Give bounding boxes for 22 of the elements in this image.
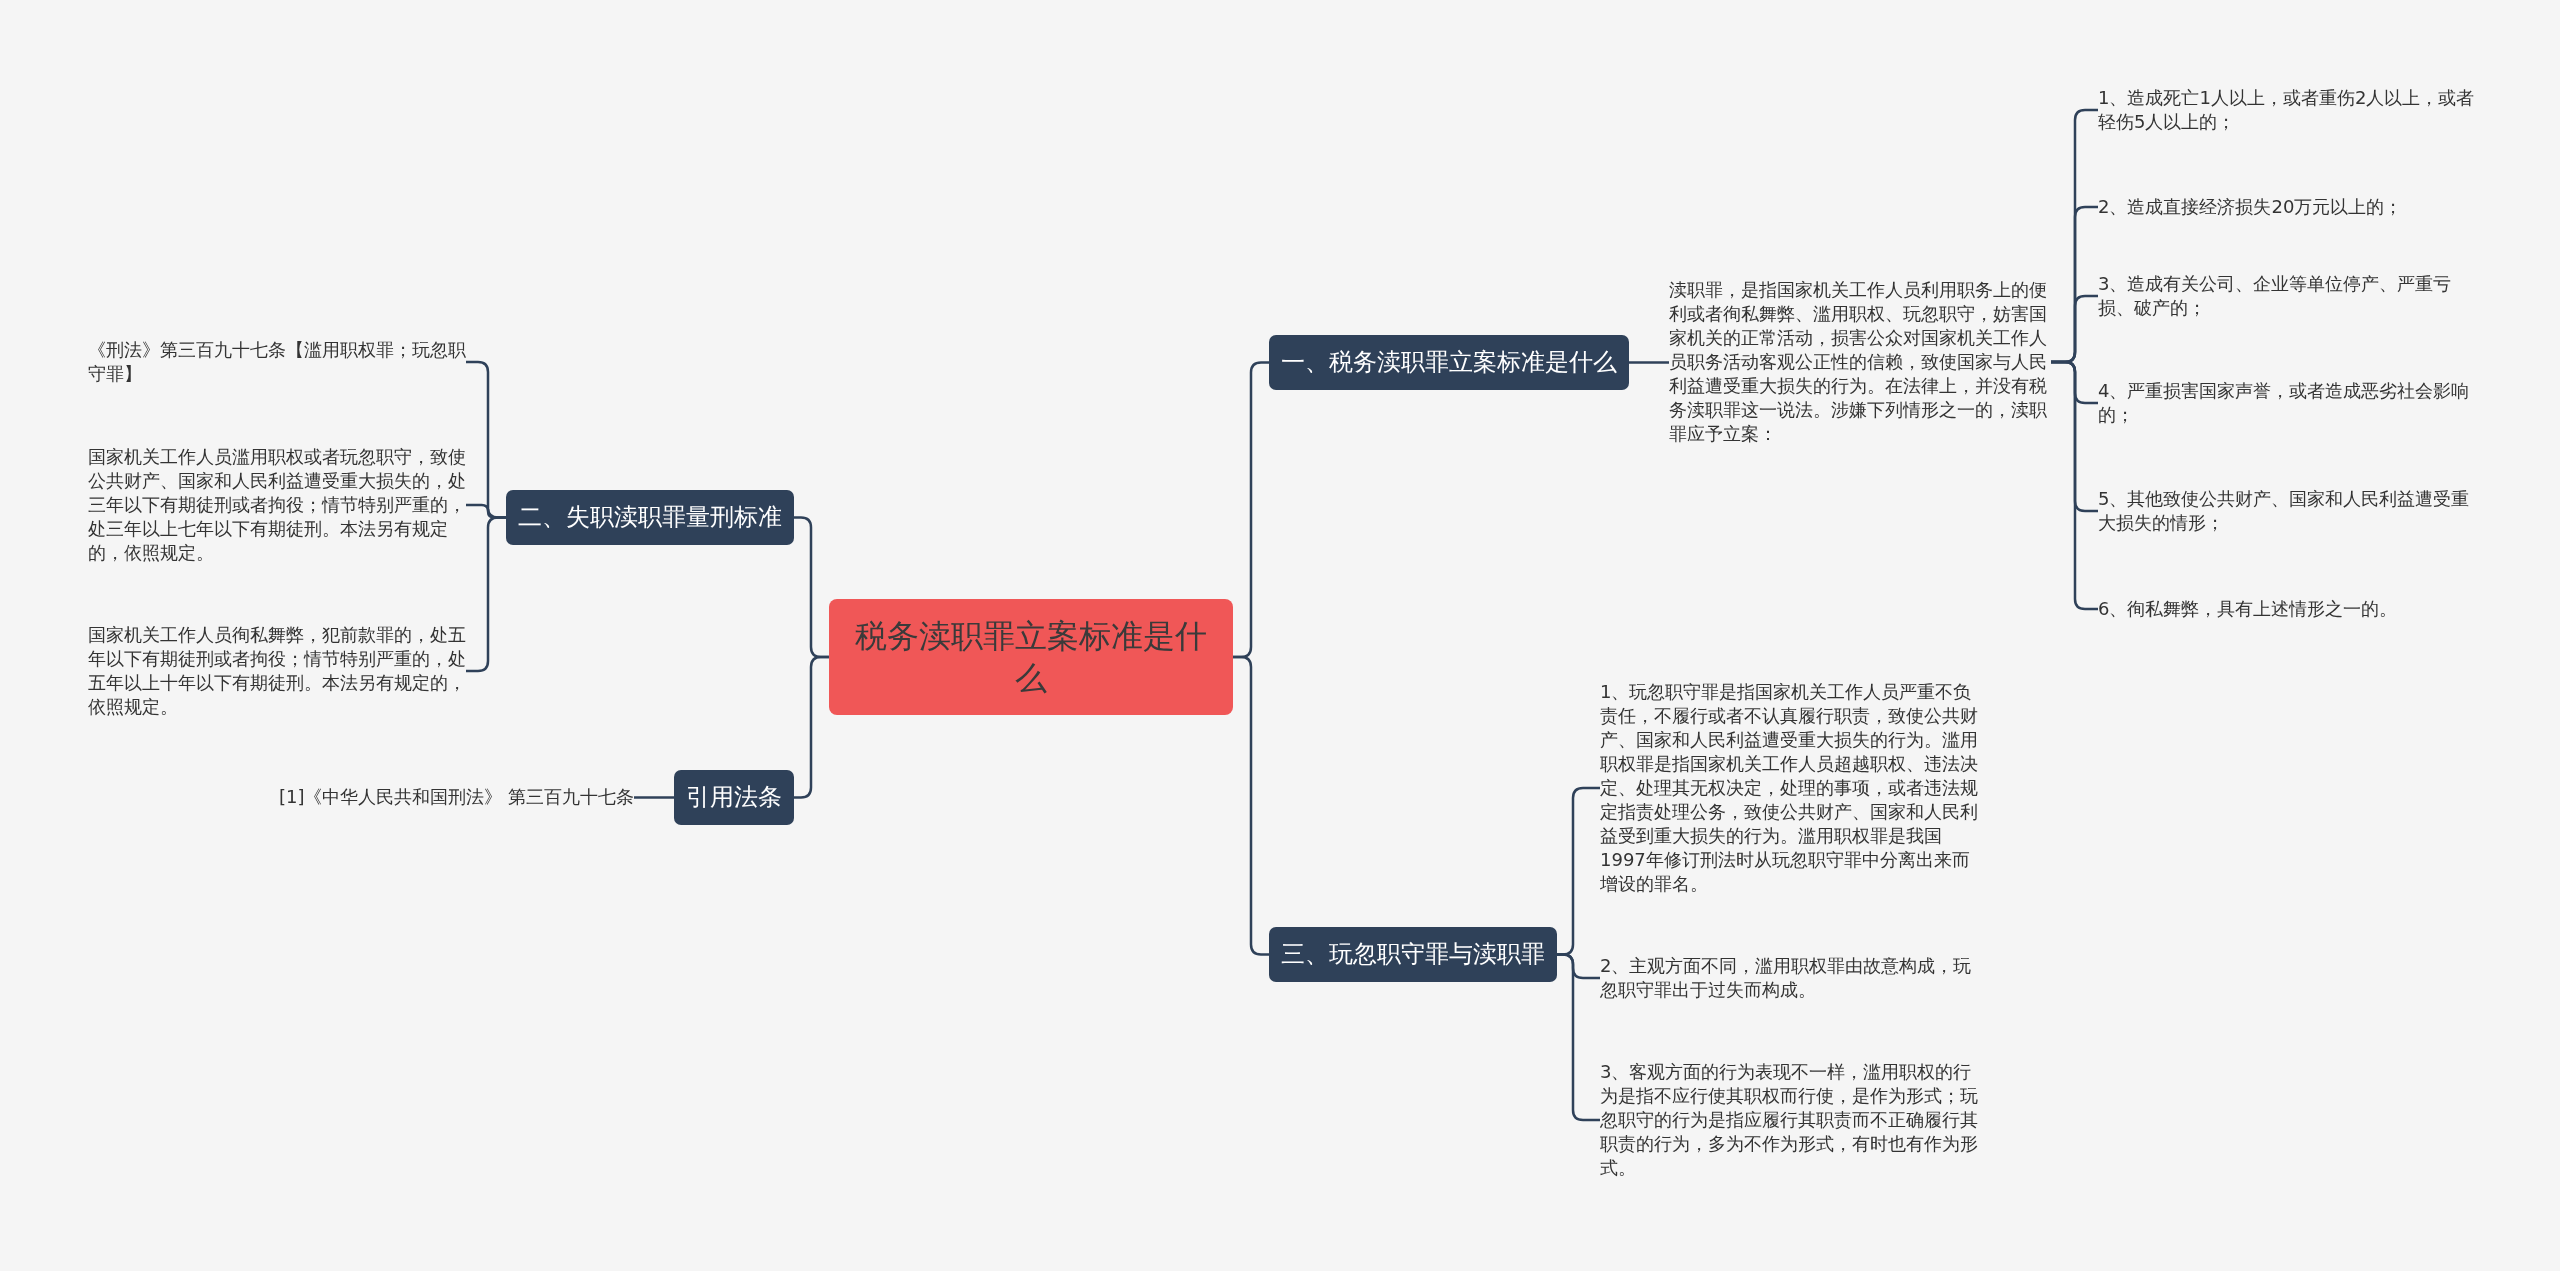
subtopic-text: 5、其他致使公共财产、国家和人民利益遭受重大损失的情形；: [2098, 487, 2476, 535]
subtopic-text: 国家机关工作人员徇私舞弊，犯前款罪的，处五年以下有期徒刑或者拘役；情节特别严重的，处五年以上十年以下有期徒刑。本法另有规定的，依照规定。: [88, 623, 466, 719]
subtopic-text: 1、玩忽职守罪是指国家机关工作人员严重不负责任，不履行或者不认真履行职责，致使公共财产、国家和人民利益遭受重大损失的行为。滥用职权罪是指国家机关工作人员超越职权、违法决定、处理其无权决定，处理的事项，或者违法规定指责处理公务，致使公共财产、国家和人民利益受到重大损失的行为。滥用职权罪是我国1997年修订刑法时从玩忽职守罪中分离出来而增设的罪名。: [1600, 680, 1980, 896]
subtopic-text: 4、严重损害国家声誉，或者造成恶劣社会影响的；: [2098, 379, 2476, 427]
topic-box: 三、玩忽职守罪与渎职罪: [1269, 926, 1557, 982]
subtopic-text: 2、主观方面不同，滥用职权罪由故意构成，玩忽职守罪出于过失而构成。: [1600, 954, 1980, 1002]
subtopic-text: 《刑法》第三百九十七条【滥用职权罪；玩忽职守罪】: [88, 338, 466, 386]
subtopic-text: 3、客观方面的行为表现不一样，滥用职权的行为是指不应行使其职权而行使，是作为形式；玩忽职守的行为是指应履行其职责而不正确履行其职责的行为，多为不作为形式，有时也有作为形式。: [1600, 1060, 1980, 1180]
subtopic-text: [1]《中华人民共和国刑法》 第三百九十七条: [279, 785, 635, 809]
connector-line: [1629, 361, 1669, 364]
connector-line: [1233, 655, 1269, 956]
subtopic-text: 3、造成有关公司、企业等单位停产、严重亏损、破产的；: [2098, 272, 2476, 320]
subtopic-text: 2、造成直接经济损失20万元以上的；: [2098, 195, 2476, 219]
subtopic-text: 1、造成死亡1人以上，或者重伤2人以上，或者轻伤5人以上的；: [2098, 86, 2476, 134]
subtopic-text: 6、徇私舞弊，具有上述情形之一的。: [2098, 597, 2476, 621]
topic-box: 一、税务渎职罪立案标准是什么: [1269, 334, 1629, 390]
subtopic-text: 国家机关工作人员滥用职权或者玩忽职守，致使公共财产、国家和人民利益遭受重大损失的，处三年以下有期徒刑或者拘役；情节特别严重的，处三年以上七年以下有期徒刑。本法另有规定的，依照规定。: [88, 445, 466, 565]
topic-box: 引用法条: [674, 769, 794, 825]
subtopic-text: 渎职罪，是指国家机关工作人员利用职务上的便利或者徇私舞弊、滥用职权、玩忽职守，妨害国家机关的正常活动，损害公众对国家机关工作人员职务活动客观公正性的信赖，致使国家与人民利益遭受重大损失的行为。在法律上，并没有税务渎职罪这一说法。涉嫌下列情形之一的，渎职罪应予立案：: [1669, 278, 2051, 446]
central-topic-box: 税务渎职罪立案标准是什么: [829, 599, 1233, 715]
connector-line: [634, 796, 674, 799]
topic-box: 二、失职渎职罪量刑标准: [506, 489, 794, 545]
